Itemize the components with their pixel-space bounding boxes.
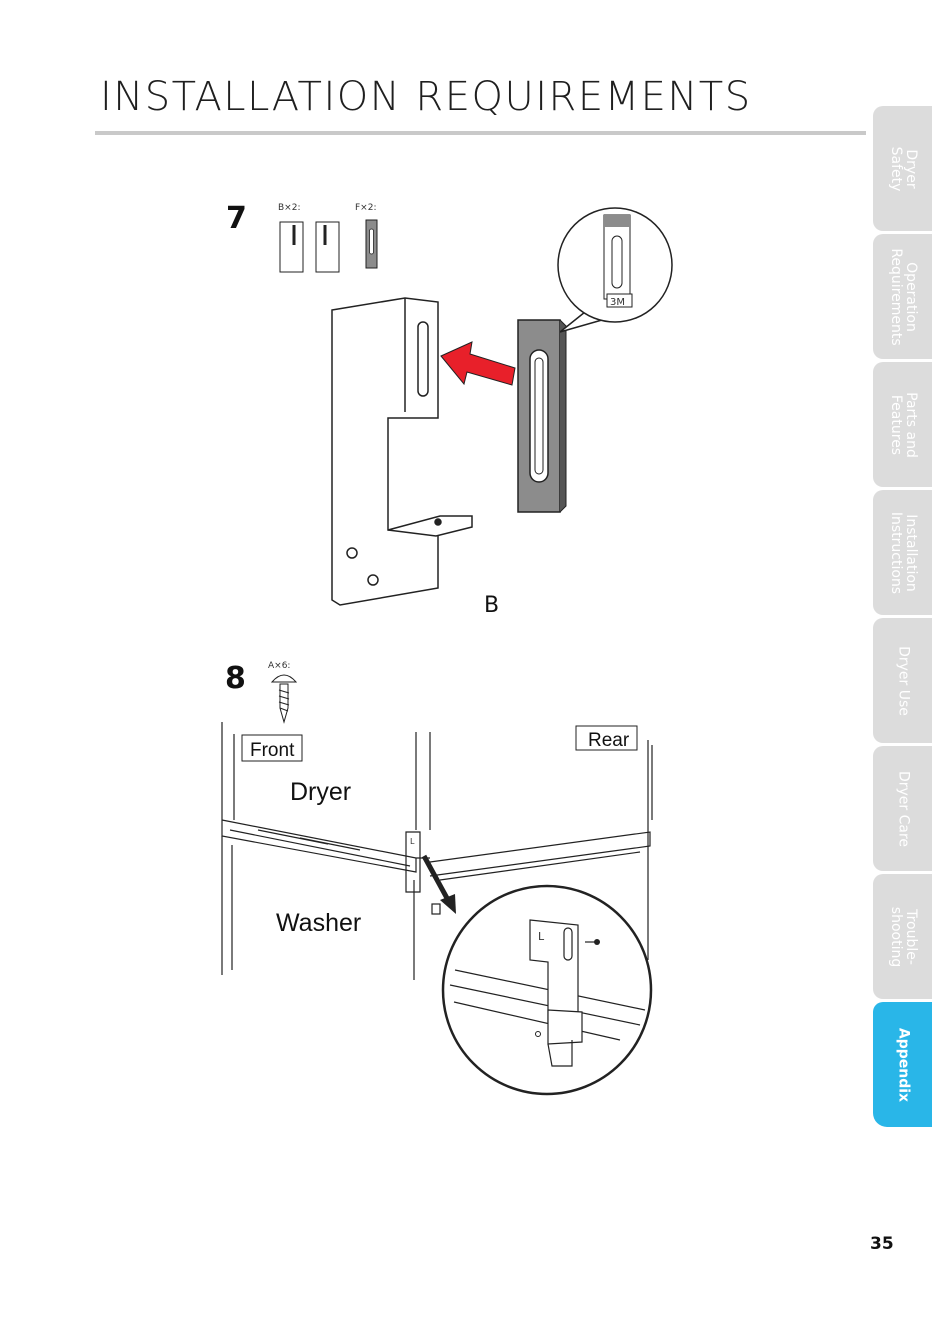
bracket-label: B bbox=[484, 593, 499, 618]
pad-f-icon bbox=[366, 220, 377, 268]
washer-label: Washer bbox=[276, 909, 361, 937]
screw-quantity: A×6: bbox=[268, 661, 290, 671]
part-b-quantity: B×2: bbox=[278, 203, 300, 213]
apply-arrow-icon bbox=[441, 342, 515, 385]
part-f-quantity: F×2: bbox=[355, 203, 376, 213]
step-7-number: 7 bbox=[226, 201, 247, 236]
tape-label: 3M bbox=[610, 297, 625, 308]
bracket-detail-magnifier bbox=[443, 886, 651, 1094]
pad-f-illustration bbox=[518, 320, 566, 512]
bracket-side-left: L bbox=[410, 837, 415, 846]
tape-callout-magnifier bbox=[558, 208, 672, 332]
bracket-b-pair-icon bbox=[280, 222, 339, 272]
bracket-b-illustration bbox=[332, 298, 472, 605]
page-number: 35 bbox=[870, 1234, 894, 1254]
dryer-label: Dryer bbox=[290, 778, 351, 806]
bracket-side-left-zoom: L bbox=[538, 930, 545, 943]
front-label: Front bbox=[250, 740, 295, 761]
rear-label: Rear bbox=[588, 730, 630, 751]
screw-a-icon bbox=[272, 675, 296, 722]
zoom-arrow-icon bbox=[424, 856, 448, 900]
step-8-number: 8 bbox=[225, 661, 246, 696]
